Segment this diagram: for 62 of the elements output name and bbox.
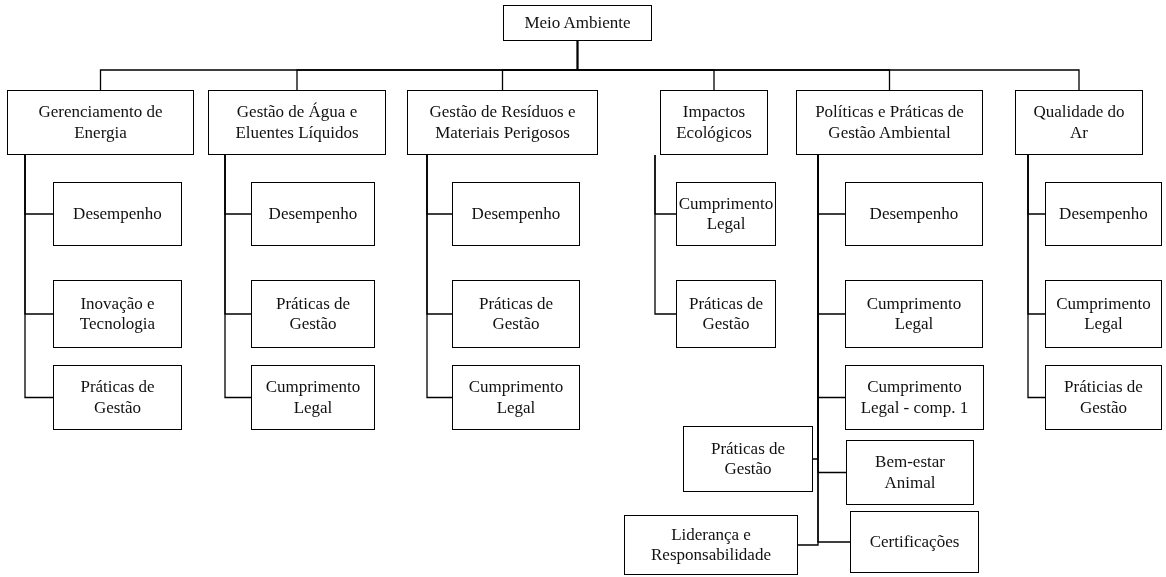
box-label: Cumprimento Legal [678,193,774,235]
topic-box [452,182,580,246]
box-label: Cumprimento Legal [264,377,362,418]
box-label: Cumprimento Legal [865,293,963,335]
topic-box [1045,365,1162,430]
connector-line [24,154,54,399]
topic-box [624,515,798,575]
box-label: Bem-estar Animal [874,452,946,493]
topic-box [676,280,776,348]
topic-box [1045,280,1162,348]
box-label: Liderança e Responsabilidade [650,524,772,566]
box-label: Práticas de Gestão [79,377,156,418]
box-label: Cumprimento Legal [467,377,565,418]
box-label: Desempenho [1059,203,1148,225]
root-box [503,5,652,41]
box-label: Práticas de Gestão [709,438,787,480]
box-label: Certificações [869,531,960,553]
topic-box [846,440,974,505]
box-label: Gestão de Resíduos e Materiais Perigosos [428,102,577,143]
box-label: Práticas de Gestão [477,293,555,335]
box-label: Práticias de Gestão [1063,377,1144,418]
box-label: Inovação e Tecnologia [78,293,157,335]
topic-box [53,365,182,430]
box-label: Práticas de Gestão [274,293,352,335]
topic-box [452,280,580,348]
category-box [407,90,598,155]
box-label: Cumprimento Legal [1055,293,1152,335]
category-box [208,90,386,155]
topic-box [683,426,813,492]
box-label: Gerenciamento de Energia [37,102,164,143]
connector-line [1027,154,1046,399]
box-label: Impactos Ecológicos [675,102,753,143]
box-label: Desempenho [471,203,561,225]
topic-box [1045,182,1162,246]
category-box [7,90,194,155]
topic-box [53,182,182,246]
box-label: Práticas de Gestão [687,293,765,335]
topic-box [676,182,776,246]
topic-box [251,182,375,246]
connector-line [576,40,1080,91]
box-label: Gestão de Água e Eluentes Líquidos [234,102,360,143]
topic-box [845,365,984,430]
topic-box [53,280,182,348]
category-box [796,90,983,155]
category-box [660,90,768,155]
connector-line [426,154,453,399]
topic-box [850,511,979,573]
box-label: Qualidade do Ar [1032,102,1126,143]
connector-line [654,154,677,315]
box-label: Desempenho [869,203,959,225]
connector-line [224,154,252,399]
topic-box [845,280,983,348]
box-label: Desempenho [73,203,162,225]
box-label: Desempenho [268,203,358,225]
box-label: Políticas e Práticas de Gestão Ambiental [814,102,965,143]
box-label: Cumprimento Legal - comp. 1 [859,377,970,418]
topic-box [251,365,375,430]
box-label: Meio Ambiente [524,12,631,34]
topic-box [251,280,375,348]
topic-box [452,365,580,430]
category-box [1015,90,1143,155]
topic-box [845,182,983,246]
